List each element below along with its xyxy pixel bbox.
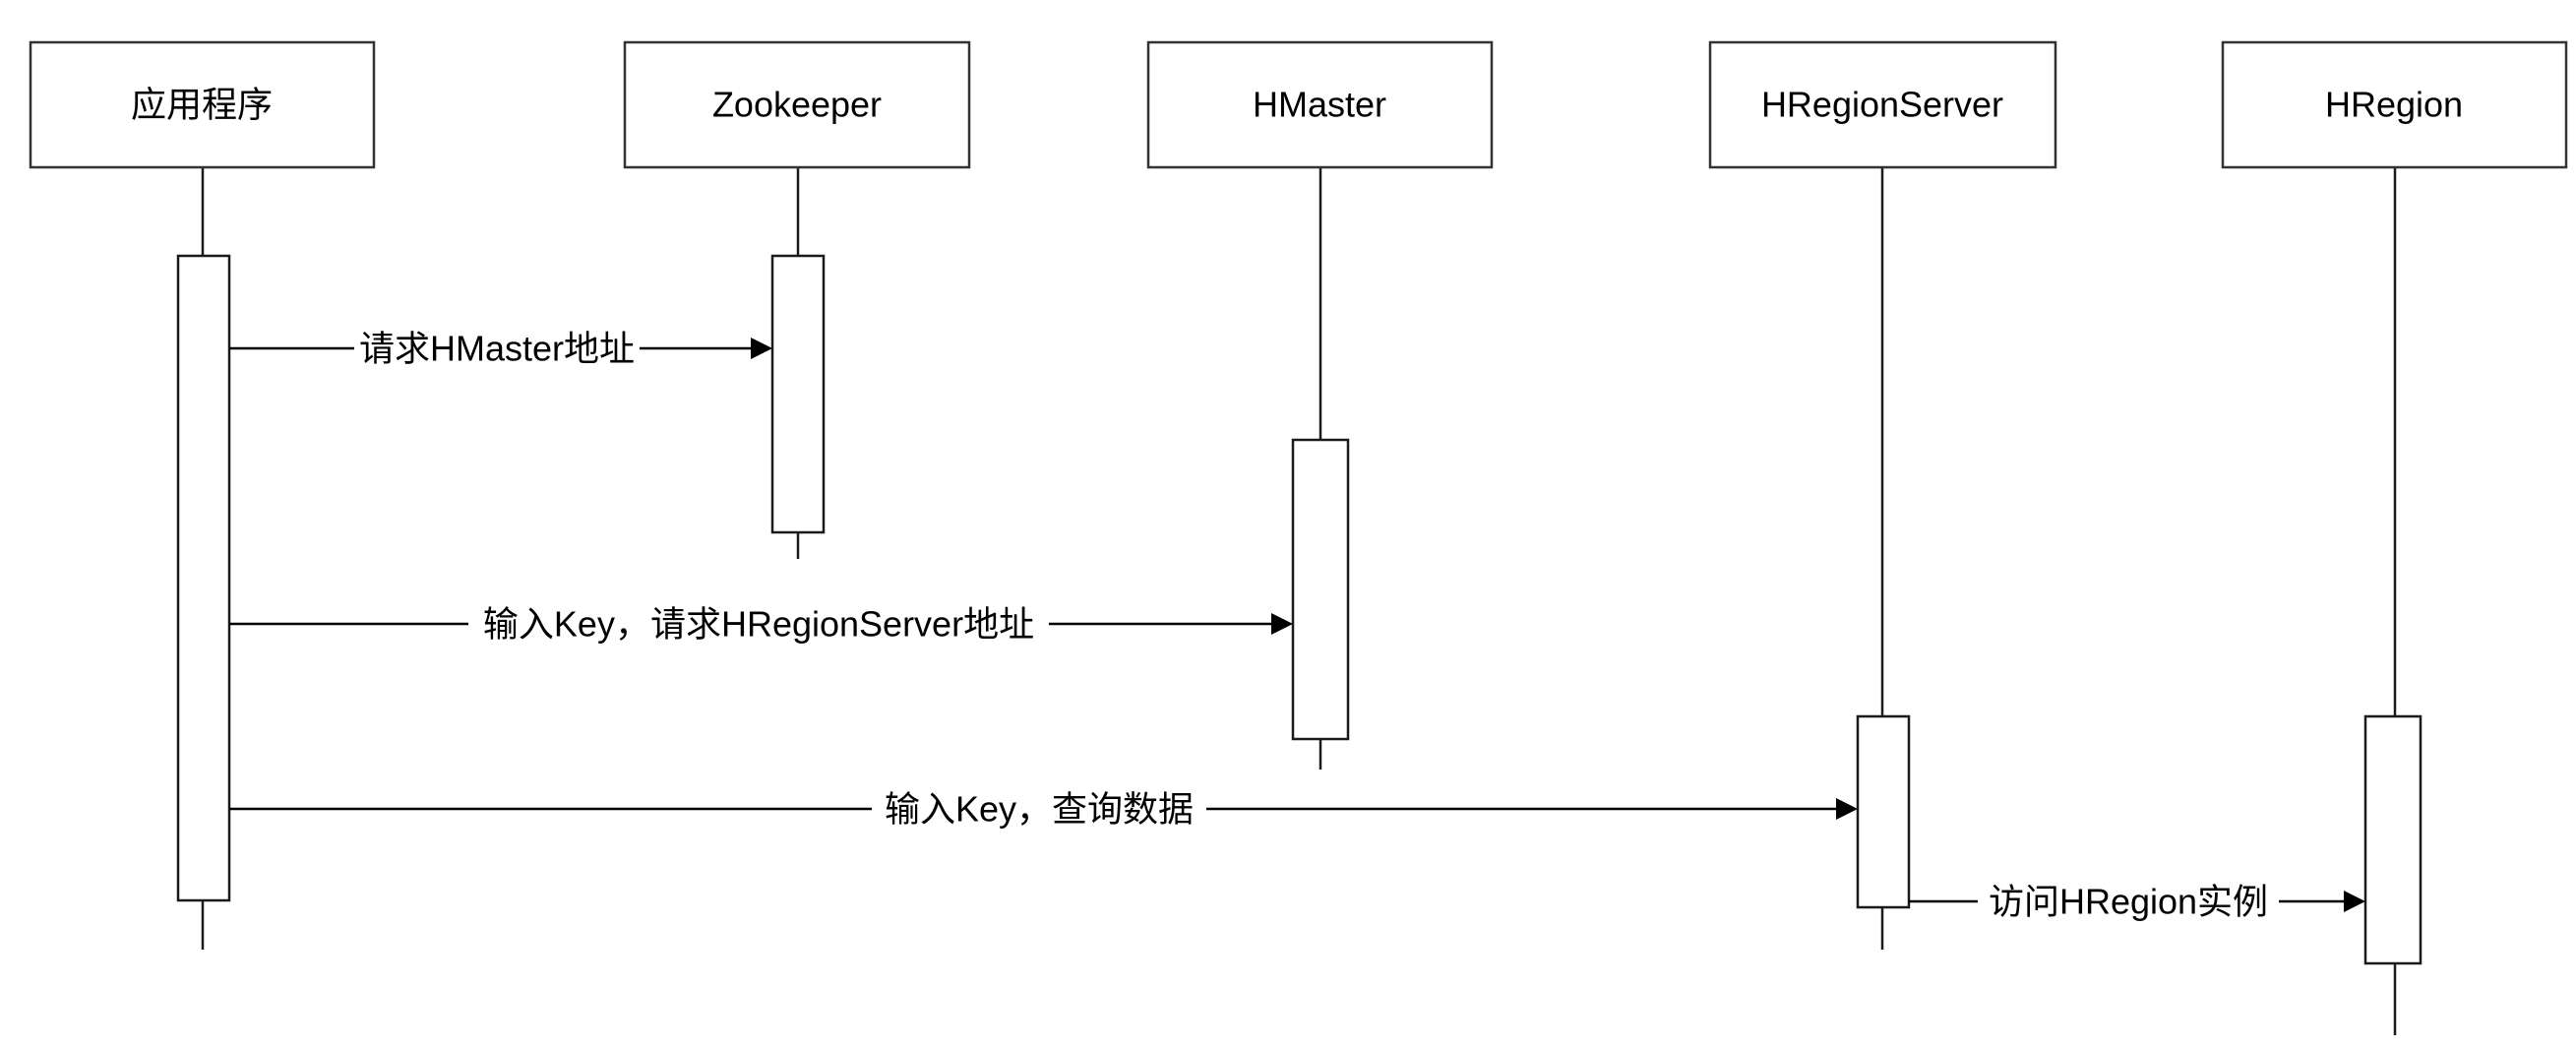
activation-app (176, 254, 231, 902)
message-request-hmaster-address: 请求HMaster地址 (229, 325, 772, 372)
activation-zookeeper (770, 254, 826, 534)
participant-app-label: 应用程序 (131, 85, 273, 125)
arrow-head (1836, 798, 1858, 820)
message-query-data: 输入Key，查询数据 (229, 785, 1858, 833)
participant-hregion: HRegion (2221, 40, 2568, 169)
participant-hregion-label: HRegion (2325, 85, 2463, 125)
participant-zookeeper-label: Zookeeper (712, 85, 882, 125)
message-access-hregion-instance: 访问HRegion实例 (1909, 878, 2365, 925)
arrow-head (751, 338, 772, 359)
participant-hregionserver: HRegionServer (1708, 40, 2057, 169)
participant-app: 应用程序 (29, 40, 376, 169)
arrow-head (1271, 613, 1293, 635)
message-label: 访问HRegion实例 (1989, 882, 2268, 922)
participant-zookeeper: Zookeeper (623, 40, 971, 169)
activation-hregion (2363, 714, 2423, 965)
arrow-head (2344, 891, 2365, 912)
message-label: 请求HMaster地址 (359, 329, 635, 369)
activation-hmaster (1291, 438, 1350, 741)
participant-hmaster-label: HMaster (1253, 85, 1386, 125)
participant-hmaster: HMaster (1146, 40, 1494, 169)
message-request-hregionserver-address: 输入Key，请求HRegionServer地址 (229, 600, 1293, 648)
participant-hregionserver-label: HRegionServer (1761, 85, 2003, 125)
activation-hregionserver (1856, 714, 1911, 909)
message-label: 输入Key，查询数据 (885, 789, 1194, 830)
message-label: 输入Key，请求HRegionServer地址 (483, 604, 1034, 645)
